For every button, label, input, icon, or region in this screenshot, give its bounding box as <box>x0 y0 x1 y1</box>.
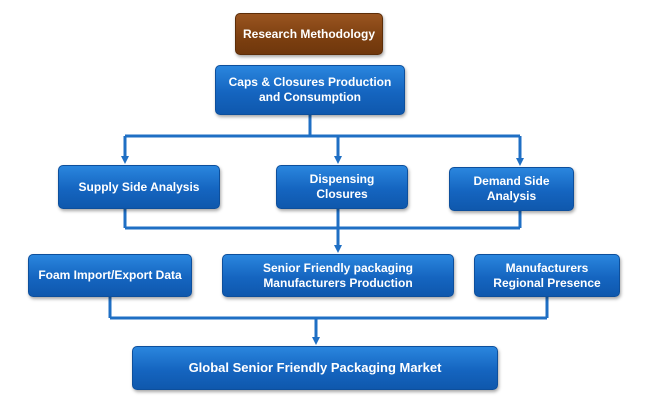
dispensing-closures-box: Dispensing Closures <box>276 165 408 209</box>
demand-side-label: Demand Side Analysis <box>473 174 550 203</box>
dispensing-closures-label: Dispensing Closures <box>309 172 375 201</box>
research-methodology-box: Research Methodology <box>235 13 383 55</box>
global-market-label: Global Senior Friendly Packaging Market <box>188 359 442 375</box>
manufacturers-presence-box: Manufacturers Regional Presence <box>474 254 620 297</box>
global-market-box: Global Senior Friendly Packaging Market <box>132 346 498 390</box>
caps-closures-box: Caps & Closures Production and Consumpti… <box>215 65 405 115</box>
supply-side-label: Supply Side Analysis <box>78 179 200 194</box>
research-methodology-label: Research Methodology <box>242 26 376 41</box>
supply-side-box: Supply Side Analysis <box>58 165 220 209</box>
foam-import-export-box: Foam Import/Export Data <box>28 254 192 297</box>
foam-import-export-label: Foam Import/Export Data <box>38 268 182 282</box>
senior-packaging-production-label: Senior Friendly packaging Manufacturers … <box>262 260 414 290</box>
manufacturers-presence-label: Manufacturers Regional Presence <box>493 260 601 290</box>
caps-closures-label: Caps & Closures Production and Consumpti… <box>228 75 392 104</box>
senior-packaging-production-box: Senior Friendly packaging Manufacturers … <box>222 254 454 297</box>
demand-side-box: Demand Side Analysis <box>449 167 574 211</box>
